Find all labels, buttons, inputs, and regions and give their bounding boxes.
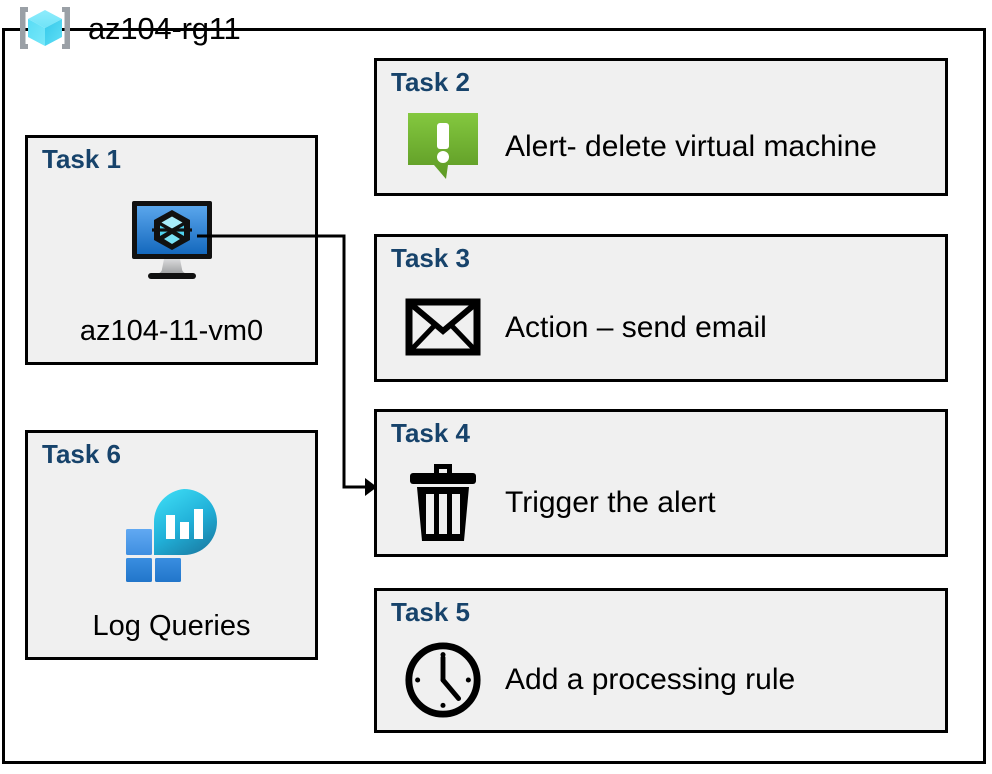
task-4-caption: Trigger the alert xyxy=(505,485,716,519)
task-1-label: Task 1 xyxy=(42,144,122,174)
resource-group-container xyxy=(2,28,986,764)
task-card-6[interactable]: Task 6 xyxy=(25,430,318,660)
clock-icon xyxy=(403,640,483,720)
alert-bubble-icon xyxy=(403,106,483,186)
page-title: az104-rg11 xyxy=(88,10,241,46)
task-card-3[interactable]: Task 3 Action – send email xyxy=(374,234,948,382)
task-5-caption: Add a processing rule xyxy=(505,663,796,696)
task-6-caption: Log Queries xyxy=(92,610,251,642)
task-card-4[interactable]: Task 4 Trigger the alert xyxy=(374,409,948,557)
log-analytics-icon xyxy=(28,489,315,582)
envelope-icon xyxy=(403,287,483,367)
header-border-gap xyxy=(19,51,287,69)
task-2-caption: Alert- delete virtual machine xyxy=(505,129,877,163)
task-card-1[interactable]: Task 1 xyxy=(25,135,318,365)
task-3-caption: Action – send email xyxy=(505,310,767,344)
task-card-5[interactable]: Task 5 Add a processing rule xyxy=(374,588,948,733)
task-2-label: Task 2 xyxy=(391,67,471,97)
azure-resource-group-icon xyxy=(12,3,78,53)
task-card-2[interactable]: Task 2 Alert- delete virtual machine xyxy=(374,58,948,196)
trash-can-icon xyxy=(403,462,483,542)
task-3-label: Task 3 xyxy=(391,243,471,273)
resource-group-header: az104-rg11 xyxy=(12,2,241,54)
task-1-caption: az104-11-vm0 xyxy=(79,315,264,347)
virtual-machine-icon xyxy=(28,194,315,286)
task-5-label: Task 5 xyxy=(391,597,471,627)
task-6-label: Task 6 xyxy=(42,439,122,469)
task-4-label: Task 4 xyxy=(391,418,471,448)
